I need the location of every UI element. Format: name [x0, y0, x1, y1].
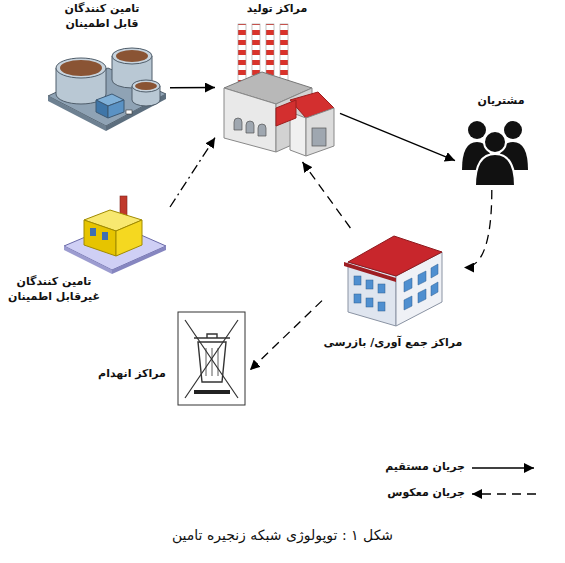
tank-farm-icon: [48, 48, 166, 131]
flow-arrow: [340, 113, 455, 160]
figure-caption: شکل ۱ : توپولوژی شبکه زنجیره تامین: [0, 527, 565, 543]
warehouse-icon: [344, 236, 442, 326]
node-label: تامین کنندگان قابل اطمینان: [52, 2, 152, 32]
flow-arrow: [170, 138, 215, 207]
flow-arrow: [250, 301, 322, 371]
node-label: مراکز جمع آوری/ بازرسی: [322, 336, 464, 351]
node-label: تامین کنندگان غیرقابل اطمینان: [5, 275, 103, 305]
factory-icon: [224, 24, 334, 156]
flow-arrow: [464, 190, 492, 268]
flow-arrow: [170, 87, 215, 89]
icon-node: تامین کنندگان غیرقابل اطمینان: [5, 180, 170, 315]
icon-node: مراکز جمع آوری/ بازرسی: [322, 228, 464, 360]
icon-node: تامین کنندگان قابل اطمینان: [40, 0, 170, 135]
people-icon: [462, 121, 528, 186]
icon-node: مراکز انهدام: [90, 305, 250, 410]
small-plant-icon: [64, 196, 166, 274]
node-label: مراکز انهدام: [90, 367, 174, 382]
legend-text: جریان معکوس: [387, 486, 465, 499]
flow-arrow: [303, 162, 351, 228]
legend-solid-sample: [472, 467, 534, 468]
icon-node: مراکز تولید: [215, 0, 340, 162]
icon-node: مشتریان: [455, 92, 547, 190]
node-label: مراکز تولید: [217, 2, 337, 17]
node-label: مشتریان: [457, 94, 545, 109]
legend-text: جریان مستقیم: [385, 460, 465, 473]
legend-dashed-sample: [472, 493, 536, 494]
crossed-bin-icon: [178, 312, 245, 405]
